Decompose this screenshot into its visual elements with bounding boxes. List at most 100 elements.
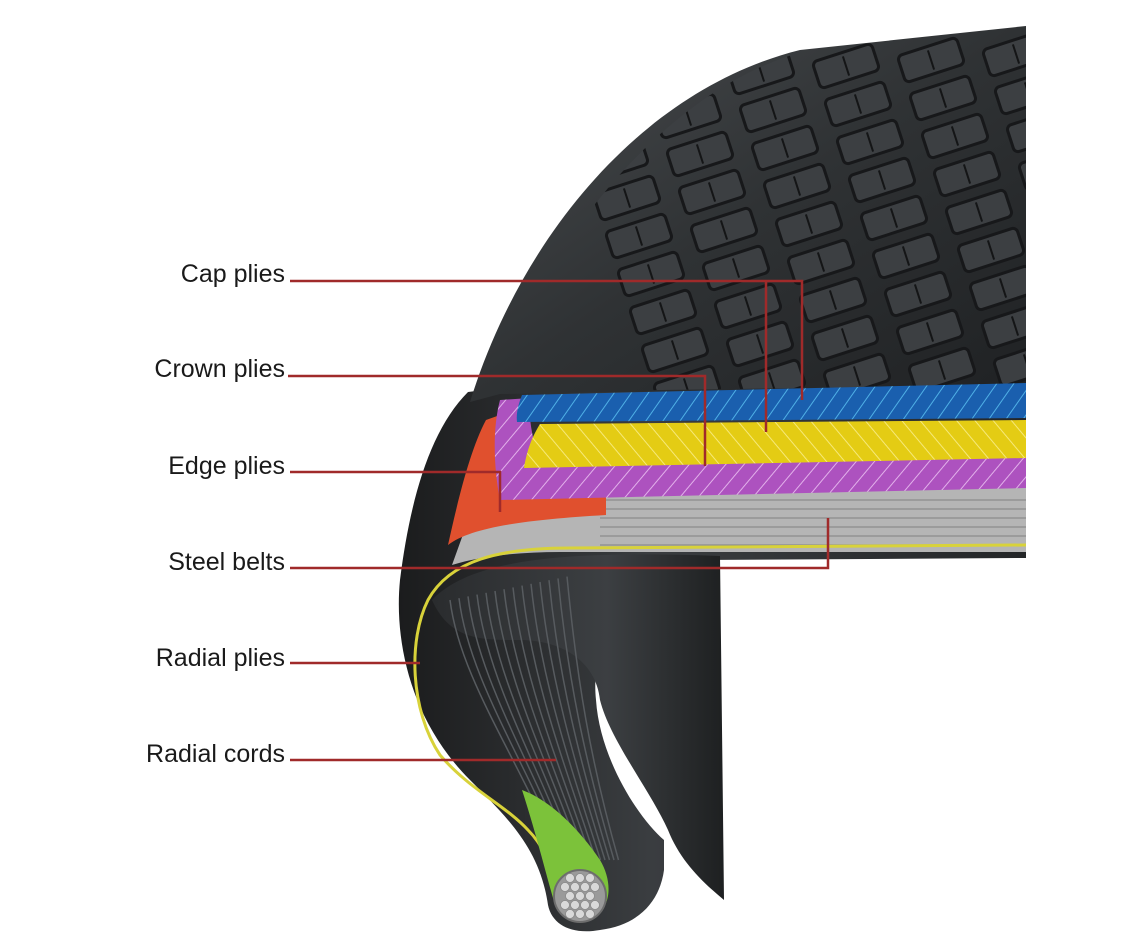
leader-lines bbox=[288, 279, 830, 762]
tread-sipe bbox=[634, 226, 644, 246]
bead-wire bbox=[565, 909, 575, 919]
radial-cord-rib bbox=[521, 585, 597, 861]
bead-wire bbox=[565, 873, 575, 883]
tread-sipe bbox=[1022, 354, 1026, 374]
label-cap-plies: Cap plies bbox=[181, 260, 285, 288]
tread-sipe bbox=[865, 132, 875, 152]
tread-sipe bbox=[1037, 120, 1043, 139]
tread-block bbox=[556, 60, 626, 108]
crown-plies-layer bbox=[524, 420, 1026, 468]
label-crown-plies: Crown plies bbox=[154, 355, 285, 383]
radial-plies-line bbox=[413, 543, 1027, 906]
tread-sipe bbox=[841, 56, 851, 76]
tread-sipe bbox=[670, 340, 680, 360]
tread-block bbox=[1078, 335, 1132, 381]
tread-sipe bbox=[792, 176, 802, 196]
bead-wire bbox=[580, 900, 590, 910]
tread-sipe bbox=[671, 68, 681, 88]
tread-sipe bbox=[962, 164, 972, 184]
tire-inner-cavity bbox=[432, 554, 724, 900]
tread-block bbox=[1042, 221, 1110, 267]
shoulder-groove bbox=[501, 168, 583, 202]
tread-block bbox=[992, 340, 1026, 388]
tread-block bbox=[1030, 183, 1098, 229]
tread-block bbox=[1005, 106, 1026, 154]
tread-sipe bbox=[586, 74, 596, 94]
radial-cord-rib bbox=[503, 589, 588, 861]
tread-sipe bbox=[1049, 158, 1055, 177]
cap-plies-layer bbox=[516, 383, 1026, 422]
tread-sipe bbox=[853, 94, 863, 114]
tread-sipe bbox=[974, 202, 984, 222]
tread-sipe bbox=[719, 220, 729, 240]
radial-cord-rib bbox=[566, 576, 620, 861]
tread-sipe bbox=[913, 284, 923, 304]
tread-sipe bbox=[598, 112, 608, 132]
tread-block bbox=[568, 98, 638, 146]
edge-strip bbox=[448, 415, 606, 545]
bead-wire bbox=[580, 882, 590, 892]
tread-sipe bbox=[889, 208, 899, 228]
tread-sipe bbox=[1061, 196, 1067, 215]
tread-sipe bbox=[986, 240, 996, 260]
tread-block bbox=[1054, 259, 1122, 305]
leader-steel-belts bbox=[290, 518, 830, 570]
radial-cord-rib bbox=[557, 578, 615, 861]
tread-sipe bbox=[877, 170, 887, 190]
tread-sipe bbox=[804, 214, 814, 234]
radial-cord-rib bbox=[530, 583, 602, 861]
bead-wire bbox=[565, 891, 575, 901]
tread-sipe bbox=[622, 188, 632, 208]
bead-wire bbox=[575, 873, 585, 883]
bead-wire bbox=[575, 891, 585, 901]
radial-cord-rib bbox=[512, 587, 593, 861]
bead-wire-bundle bbox=[553, 869, 607, 923]
tread-sipe bbox=[1010, 316, 1020, 336]
tread-sipe bbox=[925, 322, 935, 342]
edge-plies-layer bbox=[494, 398, 1026, 500]
tread-sipe bbox=[926, 50, 936, 70]
tread-sipe bbox=[1097, 310, 1103, 329]
leader-edge-plies bbox=[290, 470, 502, 512]
tread-sipe bbox=[1085, 272, 1091, 291]
tread-sipe bbox=[816, 252, 826, 272]
shoulder-groove bbox=[529, 108, 611, 140]
tread-sipe bbox=[937, 360, 947, 380]
leader-crown-plies bbox=[288, 374, 707, 466]
tread-sipe bbox=[731, 258, 741, 278]
bead-wire bbox=[560, 882, 570, 892]
tread-sipe bbox=[1073, 234, 1079, 253]
tread-sipe bbox=[1011, 44, 1021, 64]
bead-wire bbox=[560, 900, 570, 910]
tread-sipe bbox=[707, 182, 717, 202]
tread-sipe bbox=[1109, 348, 1115, 367]
tread-sipe bbox=[840, 328, 850, 348]
bead-wire bbox=[570, 900, 580, 910]
radial-cord-rib bbox=[548, 580, 611, 861]
radial-cord-rib bbox=[539, 581, 606, 861]
bead-wire bbox=[585, 891, 595, 901]
leader-cap-plies bbox=[290, 279, 804, 400]
tread-block bbox=[993, 68, 1026, 116]
tread-block bbox=[1066, 297, 1132, 343]
label-steel-belts: Steel belts bbox=[168, 548, 285, 576]
tread-sipe bbox=[1023, 82, 1026, 102]
tread-sipe bbox=[950, 126, 960, 146]
tread-sipe bbox=[852, 366, 862, 386]
bead-wire bbox=[585, 909, 595, 919]
tread-sipe bbox=[768, 100, 778, 120]
bead-wire bbox=[590, 882, 600, 892]
tread-sipe bbox=[998, 278, 1008, 298]
tread-sipe bbox=[695, 144, 705, 164]
label-edge-plies: Edge plies bbox=[168, 452, 285, 480]
tread-sipe bbox=[658, 302, 668, 322]
bead-wire bbox=[570, 882, 580, 892]
shoulder-groove bbox=[490, 198, 569, 233]
tread-sipe bbox=[901, 246, 911, 266]
tread-block bbox=[1017, 144, 1026, 192]
tread-sipe bbox=[755, 334, 765, 354]
bead-wire bbox=[585, 873, 595, 883]
tread-sipe bbox=[743, 296, 753, 316]
bead-wire bbox=[575, 909, 585, 919]
